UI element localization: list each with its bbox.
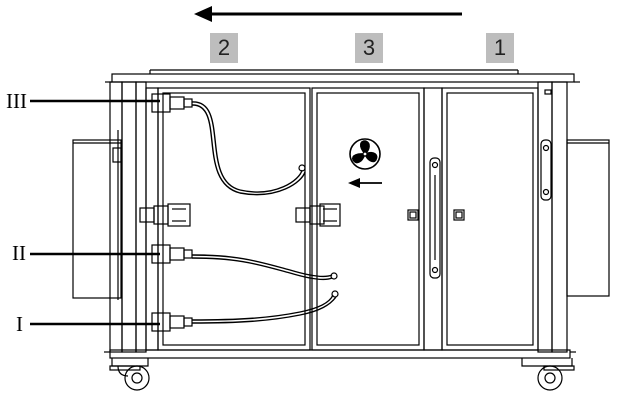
handle-zone-3 (407, 209, 419, 221)
castor-wheel-right (521, 358, 575, 391)
callout-label-II: II (12, 241, 26, 265)
zone-badge-2: 2 (210, 33, 238, 63)
connector-bottom (151, 312, 193, 332)
latch-middle (295, 203, 341, 227)
divider-column (423, 87, 443, 351)
cable-middle (191, 254, 338, 281)
zone-badge-3: 3 (355, 33, 383, 63)
zone-1-panel (441, 87, 539, 351)
cable-bottom (191, 290, 339, 324)
fan-icon (349, 138, 381, 170)
callout-label-I: I (16, 312, 23, 336)
left-frame (109, 81, 159, 353)
left-duct (72, 139, 122, 299)
internal-flow-arrow (348, 178, 382, 188)
zone-badge-1: 1 (486, 33, 514, 63)
airflow-direction-arrow (194, 6, 462, 22)
latch-left (139, 203, 191, 227)
handle-zone-1 (453, 209, 465, 221)
zone-3-panel (311, 87, 425, 351)
top-lid (105, 69, 580, 83)
right-duct (566, 139, 610, 297)
base-rail (104, 349, 576, 359)
castor-wheel-left (109, 358, 150, 391)
connector-top (151, 93, 193, 113)
zone-2-panel (157, 87, 311, 351)
cable-top (191, 101, 306, 196)
right-frame (537, 81, 568, 353)
callout-label-III: III (6, 89, 27, 113)
